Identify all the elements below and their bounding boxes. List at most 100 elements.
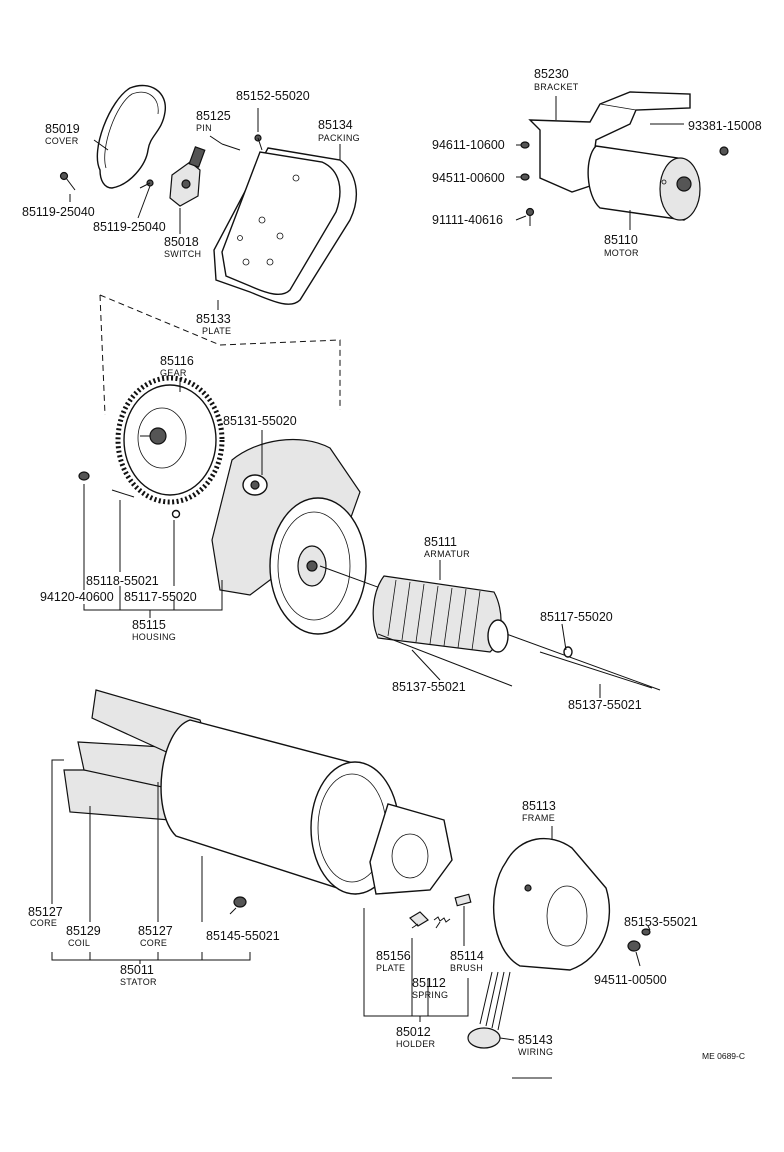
svg-text:PLATE: PLATE [202,326,231,336]
label-93381: 93381-15008 [688,119,762,133]
svg-text:85143: 85143 [518,1033,553,1047]
stud-85137-b [539,651,653,689]
label-85125: 85125 PIN [196,109,231,133]
svg-text:85113: 85113 [522,799,556,813]
svg-text:85127: 85127 [28,905,63,919]
nut-94611 [520,141,530,149]
svg-text:85133: 85133 [196,312,231,326]
label-85119-b: 85119-25040 [93,220,166,234]
label-85143: 85143 WIRING [518,1033,553,1057]
label-85113: 85113 FRAME [522,799,556,823]
label-85131: 85131-55020 [223,414,297,428]
svg-text:85019: 85019 [45,122,80,136]
svg-text:GEAR: GEAR [160,368,187,378]
label-85117-b: 85117-55020 [540,610,613,624]
switch-part [169,146,206,207]
motor-part [587,145,701,221]
svg-text:CORE: CORE [30,918,57,928]
stator-frame-part [160,719,400,895]
svg-text:PLATE: PLATE [376,963,405,973]
pin-part [221,143,241,151]
bolt-91111 [525,207,535,226]
wiring-part [467,971,511,1049]
svg-text:85116: 85116 [160,354,194,368]
label-94511-a: 94511-00600 [432,171,505,185]
label-85019: 85019 COVER [45,122,80,146]
leader-lines [51,96,684,1079]
svg-text:CORE: CORE [140,938,167,948]
svg-text:PIN: PIN [196,123,212,133]
screw-85119-b [139,179,154,189]
svg-text:85115: 85115 [132,618,166,632]
svg-text:85114: 85114 [450,949,484,963]
svg-text:MOTOR: MOTOR [604,248,639,258]
svg-text:WIRING: WIRING [518,1047,553,1057]
svg-text:ARMATUR: ARMATUR [424,549,470,559]
svg-text:STATOR: STATOR [120,977,157,987]
frame-part [492,837,610,971]
label-85110: 85110 MOTOR [604,233,639,258]
label-85018: 85018 SWITCH [164,235,201,259]
drawing-reference: ME 0689-C [702,1051,745,1061]
plate-and-packing-part [213,147,357,305]
label-85153: 85153-55021 [624,915,698,929]
svg-text:COIL: COIL [68,938,90,948]
svg-text:85018: 85018 [164,235,199,249]
svg-text:85230: 85230 [534,67,569,81]
svg-text:PACKING: PACKING [318,133,360,143]
svg-text:85127: 85127 [138,924,173,938]
label-85111: 85111 ARMATUR [424,535,470,559]
svg-text:SPRING: SPRING [412,990,448,1000]
screw-93381 [719,146,729,156]
label-85145: 85145-55021 [206,929,280,943]
svg-text:FRAME: FRAME [522,813,555,823]
svg-text:85134: 85134 [318,118,353,132]
spring-85112 [433,916,451,923]
svg-text:85125: 85125 [196,109,231,123]
label-85133: 85133 PLATE [196,312,231,336]
label-85112: 85112 SPRING [412,976,448,1000]
svg-text:85129: 85129 [66,924,101,938]
label-85137-a: 85137-55021 [392,680,466,694]
svg-text:85110: 85110 [604,233,638,247]
label-85012: 85012 HOLDER [396,1025,436,1049]
label-85118: 85118-55021 [86,574,159,588]
label-85115: 85115 HOUSING [132,618,176,642]
brush-85114 [454,893,472,907]
svg-text:85156: 85156 [376,949,411,963]
label-94611: 94611-10600 [432,138,505,152]
stud-85137-a [377,633,513,687]
housing-flange [269,497,367,635]
washer-94511-a [520,173,530,181]
washer-85117-b [563,646,573,658]
label-85156: 85156 PLATE [376,949,411,973]
gear-part [115,375,225,505]
label-85129: 85129 COIL [66,924,101,948]
nut-94120 [78,471,90,481]
nut-94511-b [627,940,641,952]
holder-plate-part [369,803,453,895]
washer-85117-a [171,509,181,519]
label-91111: 91111-40616 [432,213,503,227]
label-94120: 94120-40600 [40,590,114,604]
label-85114: 85114 BRUSH [450,949,484,973]
bolt-85153 [641,928,651,936]
armature-part [319,565,661,691]
label-85127-b: 85127 CORE [138,924,173,948]
svg-text:85011: 85011 [120,963,154,977]
cover-part [96,84,166,189]
screw-85145 [229,896,247,915]
svg-text:BRACKET: BRACKET [534,82,579,92]
label-85127-a: 85127 CORE [28,905,63,928]
label-85116: 85116 GEAR [160,354,194,378]
svg-text:HOUSING: HOUSING [132,632,176,642]
svg-text:HOLDER: HOLDER [396,1039,436,1049]
svg-text:85111: 85111 [424,535,457,549]
svg-text:85112: 85112 [412,976,446,990]
svg-text:85012: 85012 [396,1025,431,1039]
label-85011: 85011 STATOR [120,963,157,987]
label-85134: 85134 PACKING [318,118,360,143]
label-85230: 85230 BRACKET [534,67,579,92]
label-85119-a: 85119-25040 [22,205,95,219]
